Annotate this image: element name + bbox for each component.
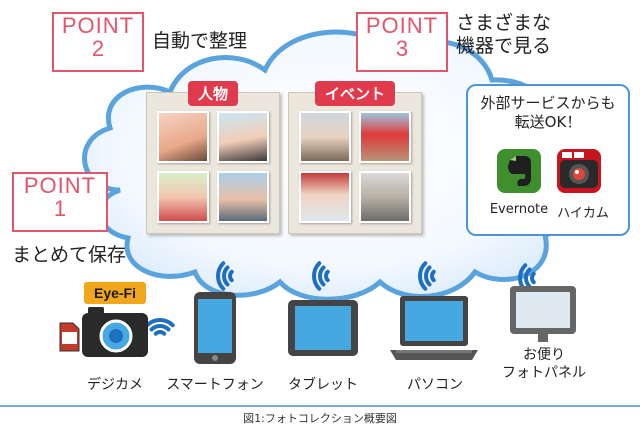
laptop-icon [390, 296, 478, 360]
photo-thumbnail [157, 171, 209, 223]
point-3-desc-line: 機器で見る [456, 34, 552, 57]
sd-card-icon [59, 322, 80, 352]
point-2-desc-line: 自動で整理 [152, 30, 248, 52]
services-title: 外部サービスからも 転送OK！ [468, 94, 628, 132]
smartphone-label: スマートフォン [166, 377, 264, 393]
photo-thumbnail [299, 111, 351, 163]
photo-panel-label-line: フォトパネル [502, 365, 586, 382]
point-3-desc: さまざまな 機器で見る [456, 12, 551, 58]
camera-label: デジカメ [87, 377, 143, 393]
evernote-label: Evernote [489, 202, 549, 217]
external-services-box: 外部サービスからも 転送OK！ Evernote ハイカム [466, 84, 630, 236]
point-3-desc-line: さまざまな [456, 12, 552, 34]
photo-thumbnail [217, 111, 269, 163]
smartphone-icon [194, 292, 236, 364]
pc-label: パソコン [407, 377, 463, 393]
hicam-icon [557, 149, 601, 193]
wifi-icon [145, 318, 175, 336]
hicam-label: ハイカム [557, 206, 609, 221]
photo-thumbnail [359, 111, 411, 163]
event-board-label: イベント [314, 81, 396, 106]
photo-thumbnail [359, 171, 411, 223]
photo-panel-label-line: お便り [523, 347, 565, 363]
point-1-box: POINT 1 [12, 172, 108, 232]
photo-thumbnail [217, 171, 269, 223]
point-1-desc-line: まとめて保存 [12, 244, 127, 266]
people-photo-board: 人物 [146, 81, 280, 234]
wifi-icon [216, 261, 234, 291]
eyefi-logo-text: Eye-Fi [93, 285, 136, 301]
photo-thumbnail [299, 171, 351, 223]
point-2-box: POINT 2 [52, 12, 144, 72]
photo-panel-icon [510, 286, 576, 342]
point-2-number: 2 [91, 36, 105, 62]
services-title-line: 転送OK！ [514, 112, 582, 131]
evernote-icon [497, 149, 541, 193]
divider [0, 405, 640, 407]
point-2-desc: 自動で整理 [152, 30, 247, 53]
point-1-label: POINT [23, 173, 97, 198]
photo-thumbnail [157, 111, 209, 163]
services-title-line: 外部サービスからも [480, 94, 616, 112]
eyefi-logo: Eye-Fi [84, 282, 146, 304]
camera-icon [82, 307, 148, 357]
tablet-label: タブレット [288, 377, 358, 393]
point-1-number: 1 [53, 196, 67, 222]
point-3-number: 3 [395, 36, 409, 62]
tablet-icon [288, 300, 358, 356]
point-2-label: POINT [61, 13, 135, 38]
people-board-label: 人物 [187, 81, 239, 106]
point-3-box: POINT 3 [356, 12, 448, 72]
photo-panel-label: お便り フォトパネル [494, 346, 594, 382]
figure-caption: 図1:フォトコレクション概要図 [243, 412, 397, 425]
point-3-label: POINT [365, 13, 439, 38]
wifi-icon [418, 261, 436, 291]
event-photo-board: イベント [288, 81, 422, 234]
point-1-desc: まとめて保存 [12, 244, 126, 267]
wifi-icon [312, 261, 330, 291]
